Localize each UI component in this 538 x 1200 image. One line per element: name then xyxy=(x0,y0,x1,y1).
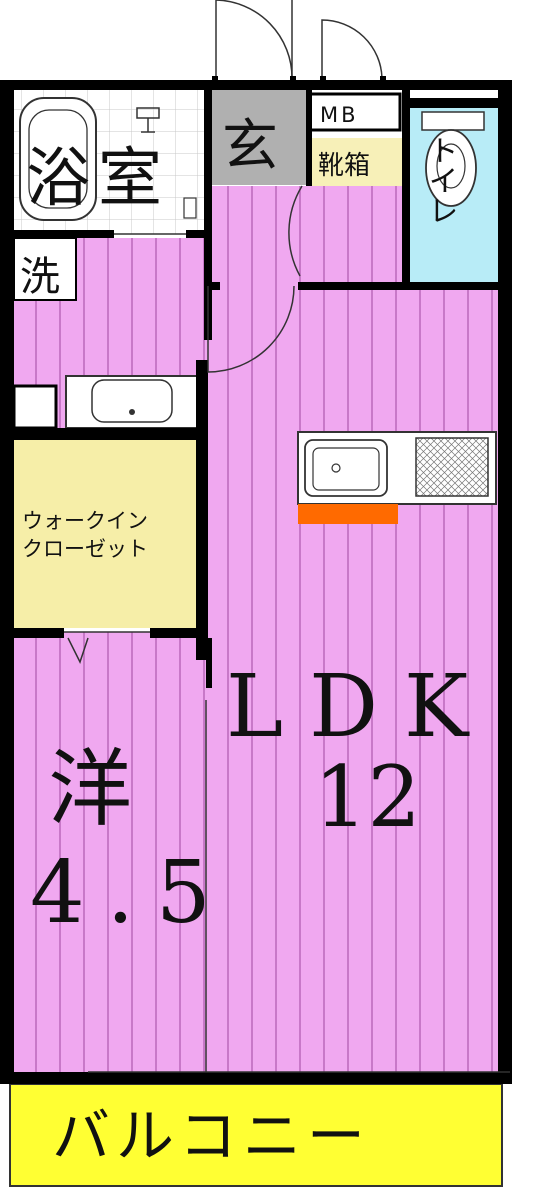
walk-in-closet-floor xyxy=(14,440,198,628)
walk-in-closet-label-line2: クローゼット xyxy=(22,537,148,561)
closet-small xyxy=(12,384,58,430)
ldk-label: LDK xyxy=(226,657,494,757)
entrance-label: 玄 xyxy=(222,114,278,179)
walk-in-closet-label-line1: ウォークイン xyxy=(22,509,148,533)
entrance-door-jamb-right xyxy=(290,76,296,90)
meter-box-label: MB xyxy=(320,103,359,127)
washbasin-icon xyxy=(65,375,199,429)
entrance-floor xyxy=(212,90,307,185)
toilet-icon xyxy=(421,111,485,207)
range-hood-marker xyxy=(298,504,398,524)
ldk-size: 12 xyxy=(314,748,421,846)
gas-stove-icon xyxy=(415,437,489,497)
shoe-box-label: 靴箱 xyxy=(318,151,370,181)
entrance-door-jamb-left xyxy=(212,76,218,90)
ldk-floor xyxy=(208,282,500,1072)
balcony-label: バルコニー xyxy=(52,1102,371,1170)
toilet-label: トイレ xyxy=(423,135,458,225)
bathtub-icon xyxy=(19,97,97,221)
western-room-floor xyxy=(14,632,208,1072)
shower-icon xyxy=(136,107,197,219)
mb-door-jamb-left xyxy=(320,76,326,90)
western-room-size: 4.5 xyxy=(30,843,233,943)
walls xyxy=(0,80,512,1084)
bath-label: 浴室 xyxy=(26,142,170,216)
entrance-doors xyxy=(215,0,383,80)
corridor-floor xyxy=(208,186,408,282)
shoe-box-area xyxy=(310,138,402,186)
western-room-label: 洋 xyxy=(48,740,132,838)
doors xyxy=(64,185,510,1073)
washer-label: 洗 xyxy=(20,254,60,300)
meter-box-area xyxy=(308,92,402,132)
kitchen-sink-icon xyxy=(304,439,388,497)
mb-door-jamb-right xyxy=(380,76,386,90)
